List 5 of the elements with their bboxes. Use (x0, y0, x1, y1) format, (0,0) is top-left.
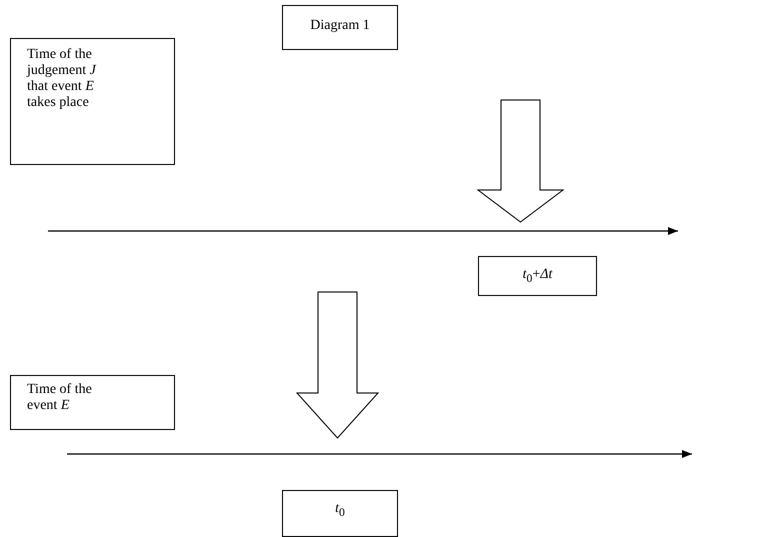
heading-box: Diagram 1 (282, 5, 398, 50)
time-box: t$_{0}$+Δt (478, 256, 597, 296)
label-box: Time of the judgement J that event E takes place (10, 38, 175, 165)
label-box: Time of the event E (10, 375, 175, 430)
time-box: t$_{0}$ (282, 490, 398, 537)
